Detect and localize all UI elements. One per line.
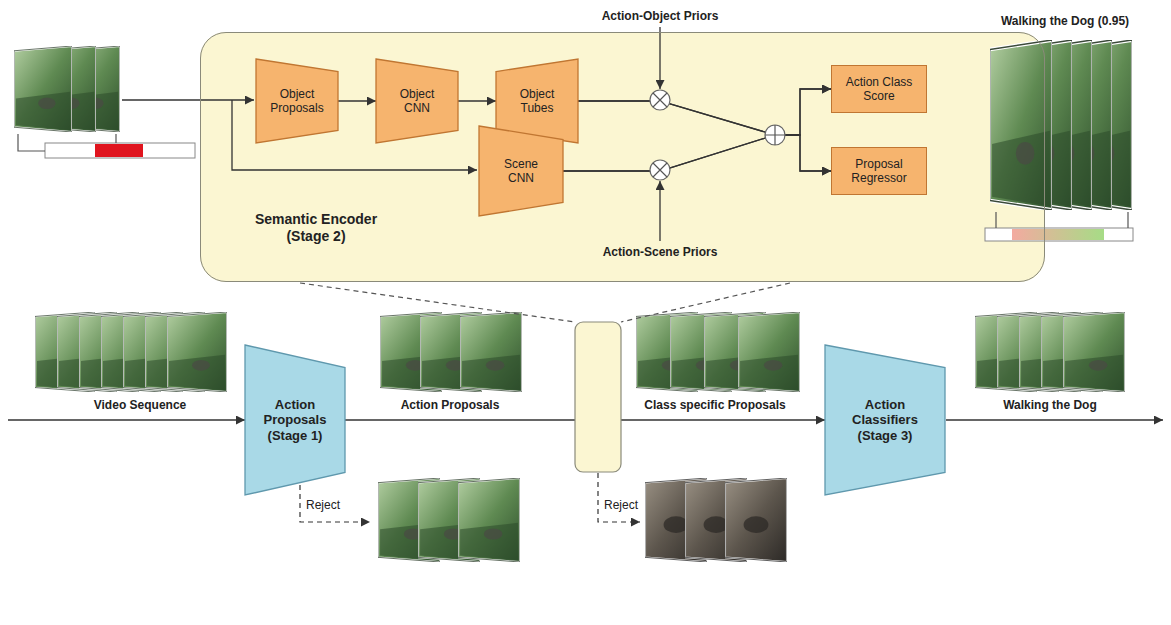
prior-arrow: [659, 181, 660, 241]
network-block: Object CNN: [376, 59, 458, 143]
zoom-line: [300, 283, 790, 322]
panel-title: Semantic Encoder (Stage 2): [246, 211, 386, 245]
sum-symbol: [765, 125, 785, 145]
panel-ground: [200, 32, 1045, 282]
connector-arrow: [563, 135, 831, 171]
prior-arrow: [659, 27, 660, 89]
block-label: Action Class Score: [838, 75, 920, 104]
flow-arrow: [946, 419, 1163, 420]
output-box: Proposal Regressor: [831, 147, 927, 195]
video-frame: [990, 40, 1052, 210]
encoder-trapezoid: [479, 126, 563, 216]
video-frame: [460, 312, 522, 392]
multiply-symbol: [650, 160, 670, 180]
block-label: Object Tubes: [508, 87, 566, 116]
multiply-symbol: [650, 160, 670, 180]
stream-label: Video Sequence: [55, 398, 225, 412]
video-frame: [725, 478, 787, 562]
video-frame: [14, 46, 72, 132]
timeline-bar: [45, 143, 195, 158]
timeline-segment: [95, 144, 143, 157]
stream-label: Action Proposals: [365, 398, 535, 412]
block-label: Proposal Regressor: [838, 157, 920, 186]
timeline-segment: [1012, 229, 1104, 240]
reject-label: Reject: [306, 498, 366, 512]
flow-arrow: [8, 419, 245, 420]
prior-label: Action-Scene Priors: [590, 245, 730, 259]
encoder-trapezoid: [825, 345, 945, 495]
sum-symbol: [765, 125, 785, 145]
block-label: Object Proposals: [268, 87, 326, 116]
multiply-symbol: [650, 90, 670, 110]
block-label: Action Proposals (Stage 1): [257, 397, 333, 444]
stream-label: Class specific Proposals: [625, 398, 805, 412]
video-frame: [1063, 312, 1125, 392]
bracket-line: [18, 134, 116, 151]
bracket-line: [996, 212, 1128, 228]
stream-label: Walking the Dog: [965, 398, 1135, 412]
block-label: Object CNN: [388, 87, 446, 116]
sum-symbol: [765, 125, 785, 145]
timeline-bar: [985, 228, 1133, 241]
video-frame: [167, 312, 227, 392]
reject-arrow: [300, 485, 370, 522]
connector-arrow: [563, 89, 831, 171]
prior-label: Action-Object Priors: [590, 9, 730, 23]
connector-arrow: [338, 100, 376, 101]
encoder-block: [575, 322, 621, 472]
connector-arrow: [578, 89, 831, 135]
multiply-symbol: [653, 163, 667, 177]
result-label: Walking the Dog (0.95): [985, 14, 1145, 28]
multiply-symbol: [650, 90, 670, 110]
network-block: Object Proposals: [256, 59, 338, 143]
block-label: Action Classifiers (Stage 3): [837, 397, 933, 444]
reject-arrow: [598, 473, 640, 522]
network-block: Scene CNN: [479, 126, 563, 216]
stage-block: Action Proposals (Stage 1): [245, 345, 345, 495]
input-arrow: [122, 99, 254, 100]
multiply-symbol: [653, 93, 667, 107]
video-frame: [458, 478, 520, 562]
encoder-trapezoid: [376, 59, 458, 143]
connector-arrow: [458, 100, 496, 101]
encoder-trapezoid: [256, 59, 338, 143]
stage-panel: Semantic Encoder (Stage 2) Object Proposa…: [200, 32, 1045, 282]
output-box: Action Class Score: [831, 65, 927, 113]
stage-block: Action Classifiers (Stage 3): [825, 345, 945, 495]
block-label: Scene CNN: [491, 157, 551, 186]
connector-arrow: [578, 101, 831, 171]
video-frame: [738, 312, 800, 392]
encoder-trapezoid: [245, 345, 345, 495]
reject-label: Reject: [604, 498, 664, 512]
